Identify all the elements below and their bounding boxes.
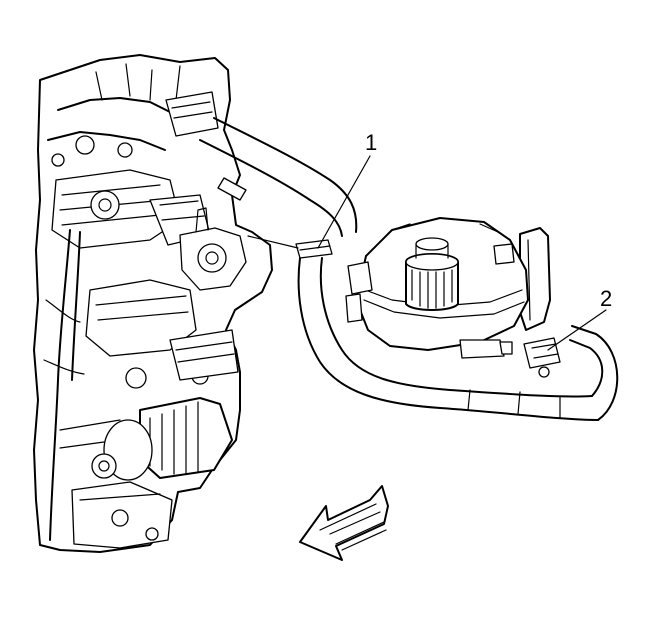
- hose-clamp-1: [247, 235, 333, 259]
- hose-clamp-2: [523, 337, 561, 378]
- bypass-hose: [297, 257, 619, 421]
- upper-hose: [199, 117, 358, 237]
- engine-block-icon: [33, 54, 273, 553]
- direction-arrow-icon: [299, 485, 389, 561]
- callout-leaders: [317, 155, 607, 351]
- callout-label-2: 2: [600, 286, 612, 311]
- coolant-reservoir-icon: [345, 217, 551, 359]
- callout-label-1: 1: [365, 130, 377, 155]
